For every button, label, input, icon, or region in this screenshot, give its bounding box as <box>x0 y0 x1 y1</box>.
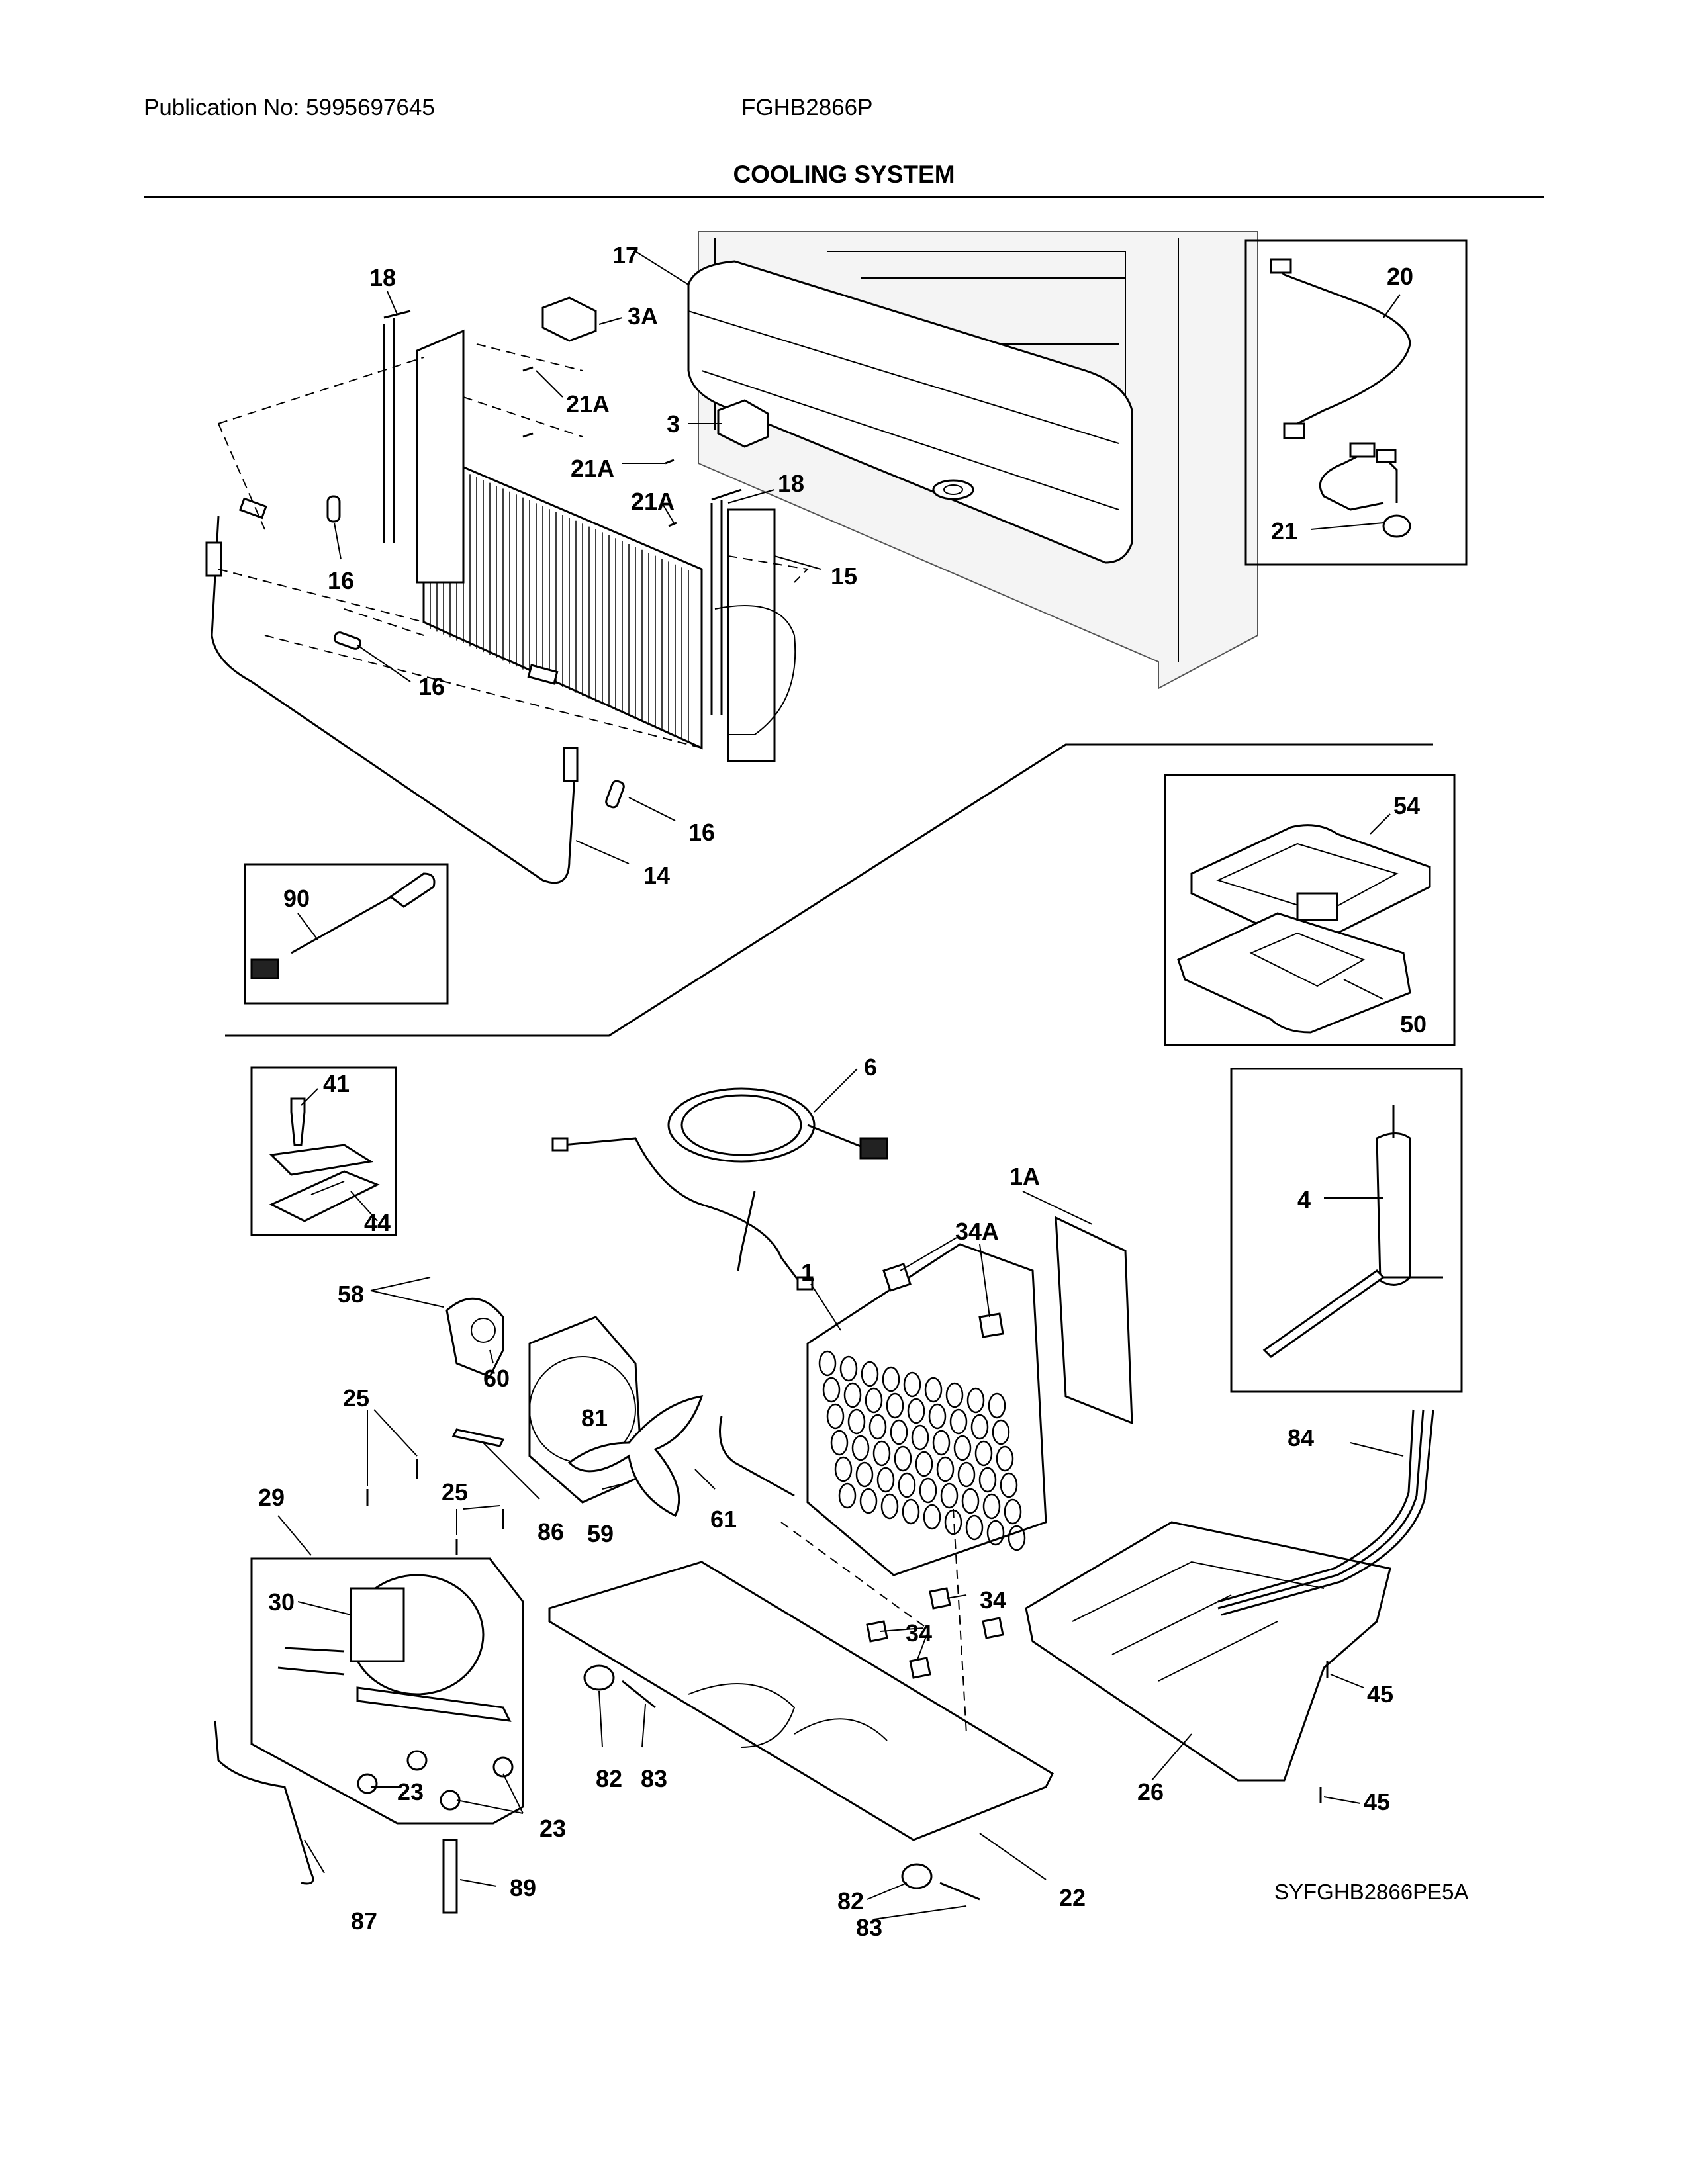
callout-41: 41 <box>323 1070 350 1097</box>
callout-23: 23 <box>539 1815 566 1842</box>
tube-87 <box>214 1720 314 1885</box>
callout-45: 45 <box>1367 1680 1393 1707</box>
bracket-3 <box>717 399 769 448</box>
callout-89: 89 <box>510 1874 536 1901</box>
callout-34A: 34A <box>955 1218 999 1245</box>
section-divider <box>225 743 1433 1037</box>
screw-21A <box>522 366 677 527</box>
callout-21: 21 <box>1271 518 1297 545</box>
callout-3: 3 <box>667 410 680 437</box>
clip-16a <box>326 495 341 523</box>
callout-16: 16 <box>328 567 354 594</box>
callout-34: 34 <box>980 1586 1006 1614</box>
drier-inset <box>1230 1068 1463 1393</box>
evaporator <box>416 329 796 762</box>
fan-assembly <box>445 1297 795 1518</box>
wire-harness <box>551 1087 888 1291</box>
callout-18: 18 <box>778 470 804 497</box>
callout-labels: 17 18 3A 21A 3 21A 21A 18 15 16 16 16 14… <box>258 242 1469 1941</box>
callout-21A: 21A <box>571 455 614 482</box>
callout-1A: 1A <box>1009 1163 1040 1190</box>
callout-21A: 21A <box>566 390 610 418</box>
grommets-82 <box>583 1664 980 1901</box>
condenser-panel <box>1055 1216 1133 1425</box>
callout-87: 87 <box>351 1907 377 1934</box>
callout-18: 18 <box>369 264 396 291</box>
callout-83: 83 <box>856 1914 882 1941</box>
callout-84: 84 <box>1288 1424 1314 1451</box>
callout-82: 82 <box>596 1765 622 1792</box>
heater-fuse <box>205 541 222 577</box>
callout-86: 86 <box>538 1518 564 1545</box>
screws-25 <box>366 1459 504 1555</box>
heater-inset <box>244 863 449 1005</box>
callout-25: 25 <box>343 1385 369 1412</box>
callout-3A: 3A <box>628 302 658 330</box>
callout-22: 22 <box>1059 1884 1086 1911</box>
callout-83: 83 <box>641 1765 667 1792</box>
base-pan <box>548 1508 1054 1841</box>
compressor-inset <box>250 1557 524 1825</box>
drain-pan <box>1025 1521 1391 1782</box>
publication-number: Publication No: 5995697645 <box>144 95 435 120</box>
defrost-heater-wire <box>211 516 577 884</box>
callout-25: 25 <box>442 1479 468 1506</box>
callout-29: 29 <box>258 1484 285 1511</box>
evaporator-cover <box>687 260 1133 564</box>
shim-inset <box>250 1066 397 1236</box>
callout-15: 15 <box>831 563 857 590</box>
callout-14: 14 <box>643 862 670 889</box>
callout-17: 17 <box>612 242 639 269</box>
callout-61: 61 <box>710 1506 737 1533</box>
callout-44: 44 <box>364 1209 391 1236</box>
leader-lines <box>277 251 1404 1920</box>
page-title: COOLING SYSTEM <box>733 161 955 188</box>
clips-34 <box>866 1587 1004 1679</box>
callout-26: 26 <box>1137 1778 1164 1805</box>
callout-16: 16 <box>688 819 715 846</box>
assembly-guides <box>218 343 810 749</box>
callout-54: 54 <box>1393 792 1420 819</box>
drain-hose <box>1217 1409 1425 1610</box>
drain-hose-outline <box>1217 1409 1434 1616</box>
bracket-3A <box>541 296 597 342</box>
callout-34: 34 <box>906 1619 932 1647</box>
callout-21A: 21A <box>631 488 675 515</box>
callout-4: 4 <box>1297 1186 1311 1213</box>
callout-81: 81 <box>581 1404 608 1432</box>
callout-30: 30 <box>268 1588 295 1615</box>
header-rule <box>144 196 1544 198</box>
callout-59: 59 <box>587 1520 614 1547</box>
callout-90: 90 <box>283 885 310 912</box>
callout-6: 6 <box>864 1054 877 1081</box>
tube-89 <box>442 1839 458 1914</box>
diagram-code: SYFGHB2866PE5A <box>1274 1880 1469 1904</box>
callout-58: 58 <box>338 1281 364 1308</box>
callout-23: 23 <box>397 1778 424 1805</box>
callout-20: 20 <box>1387 263 1413 290</box>
control-board-inset <box>1164 774 1456 1046</box>
condenser <box>806 1216 1133 1576</box>
callout-60: 60 <box>483 1365 510 1392</box>
callout-82: 82 <box>837 1888 864 1915</box>
callout-50: 50 <box>1400 1011 1427 1038</box>
model-number: FGHB2866P <box>741 95 873 120</box>
callout-45: 45 <box>1364 1788 1390 1815</box>
callout-16: 16 <box>418 673 445 700</box>
callout-1: 1 <box>801 1259 814 1286</box>
sensor-harness-inset <box>1244 239 1468 566</box>
